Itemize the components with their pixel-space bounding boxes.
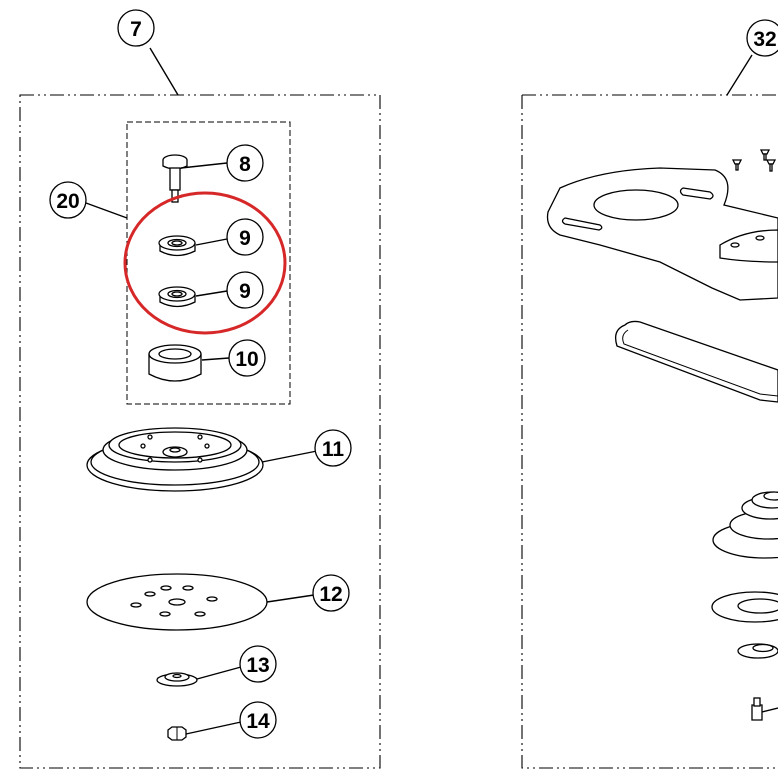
leader-14 xyxy=(185,721,242,735)
part-cone-right xyxy=(737,643,778,659)
assembly-32: 32 xyxy=(521,19,778,769)
callout-9-top[interactable]: 9 xyxy=(226,218,264,256)
callout-11-label: 11 xyxy=(322,438,345,461)
callout-14-label: 14 xyxy=(246,710,270,733)
callout-13-label: 13 xyxy=(246,654,269,677)
callout-8-label: 8 xyxy=(239,153,251,176)
assembly-32-boundary xyxy=(521,94,778,769)
callout-32-label: 32 xyxy=(753,28,776,51)
callout-10-label: 10 xyxy=(235,348,258,371)
callout-9-bottom-label: 9 xyxy=(239,280,251,303)
part-10-hub xyxy=(148,344,202,382)
part-14-nut xyxy=(167,726,187,741)
screws xyxy=(731,149,777,172)
callout-14[interactable]: 14 xyxy=(239,701,277,739)
part-washer-right xyxy=(711,591,778,623)
callout-11[interactable]: 11 xyxy=(314,429,352,467)
leader-11 xyxy=(261,450,318,463)
part-9-bearing-top xyxy=(158,235,196,257)
leader-32 xyxy=(726,54,753,96)
callout-8[interactable]: 8 xyxy=(226,144,264,182)
callout-7-label: 7 xyxy=(130,18,142,41)
callout-13[interactable]: 13 xyxy=(239,645,277,683)
leader-12 xyxy=(266,594,315,603)
leader-13 xyxy=(196,666,242,680)
callout-10[interactable]: 10 xyxy=(228,339,266,377)
highlight-ring-bearings xyxy=(123,191,287,335)
part-12-disc xyxy=(86,573,268,631)
leader-20 xyxy=(85,202,128,219)
part-9-bearing-bottom xyxy=(158,286,196,308)
callout-20[interactable]: 20 xyxy=(49,181,87,219)
callout-9-bottom[interactable]: 9 xyxy=(226,271,264,309)
leader-8 xyxy=(180,162,228,169)
leader-9-bottom xyxy=(195,290,228,297)
callout-9-top-label: 9 xyxy=(239,227,251,250)
part-bolt-right xyxy=(751,697,778,721)
subassembly-20-boundary xyxy=(126,121,291,405)
callout-32[interactable]: 32 xyxy=(746,19,778,57)
part-belt xyxy=(614,320,778,403)
callout-12[interactable]: 12 xyxy=(312,574,350,612)
callout-7[interactable]: 7 xyxy=(117,9,155,47)
part-8-shaft xyxy=(162,154,188,203)
part-13-washer xyxy=(156,672,198,687)
callout-12-label: 12 xyxy=(319,583,342,606)
leader-7 xyxy=(149,47,179,96)
assembly-7: 7 20 8 9 xyxy=(19,9,381,769)
part-pulley-right xyxy=(712,491,778,559)
callout-20-label: 20 xyxy=(56,190,79,213)
part-11-pulley xyxy=(86,427,264,492)
leader-9-top xyxy=(195,238,228,246)
assembly-7-boundary xyxy=(19,94,381,769)
leader-10 xyxy=(201,357,230,361)
part-bracket-plate xyxy=(546,167,778,301)
